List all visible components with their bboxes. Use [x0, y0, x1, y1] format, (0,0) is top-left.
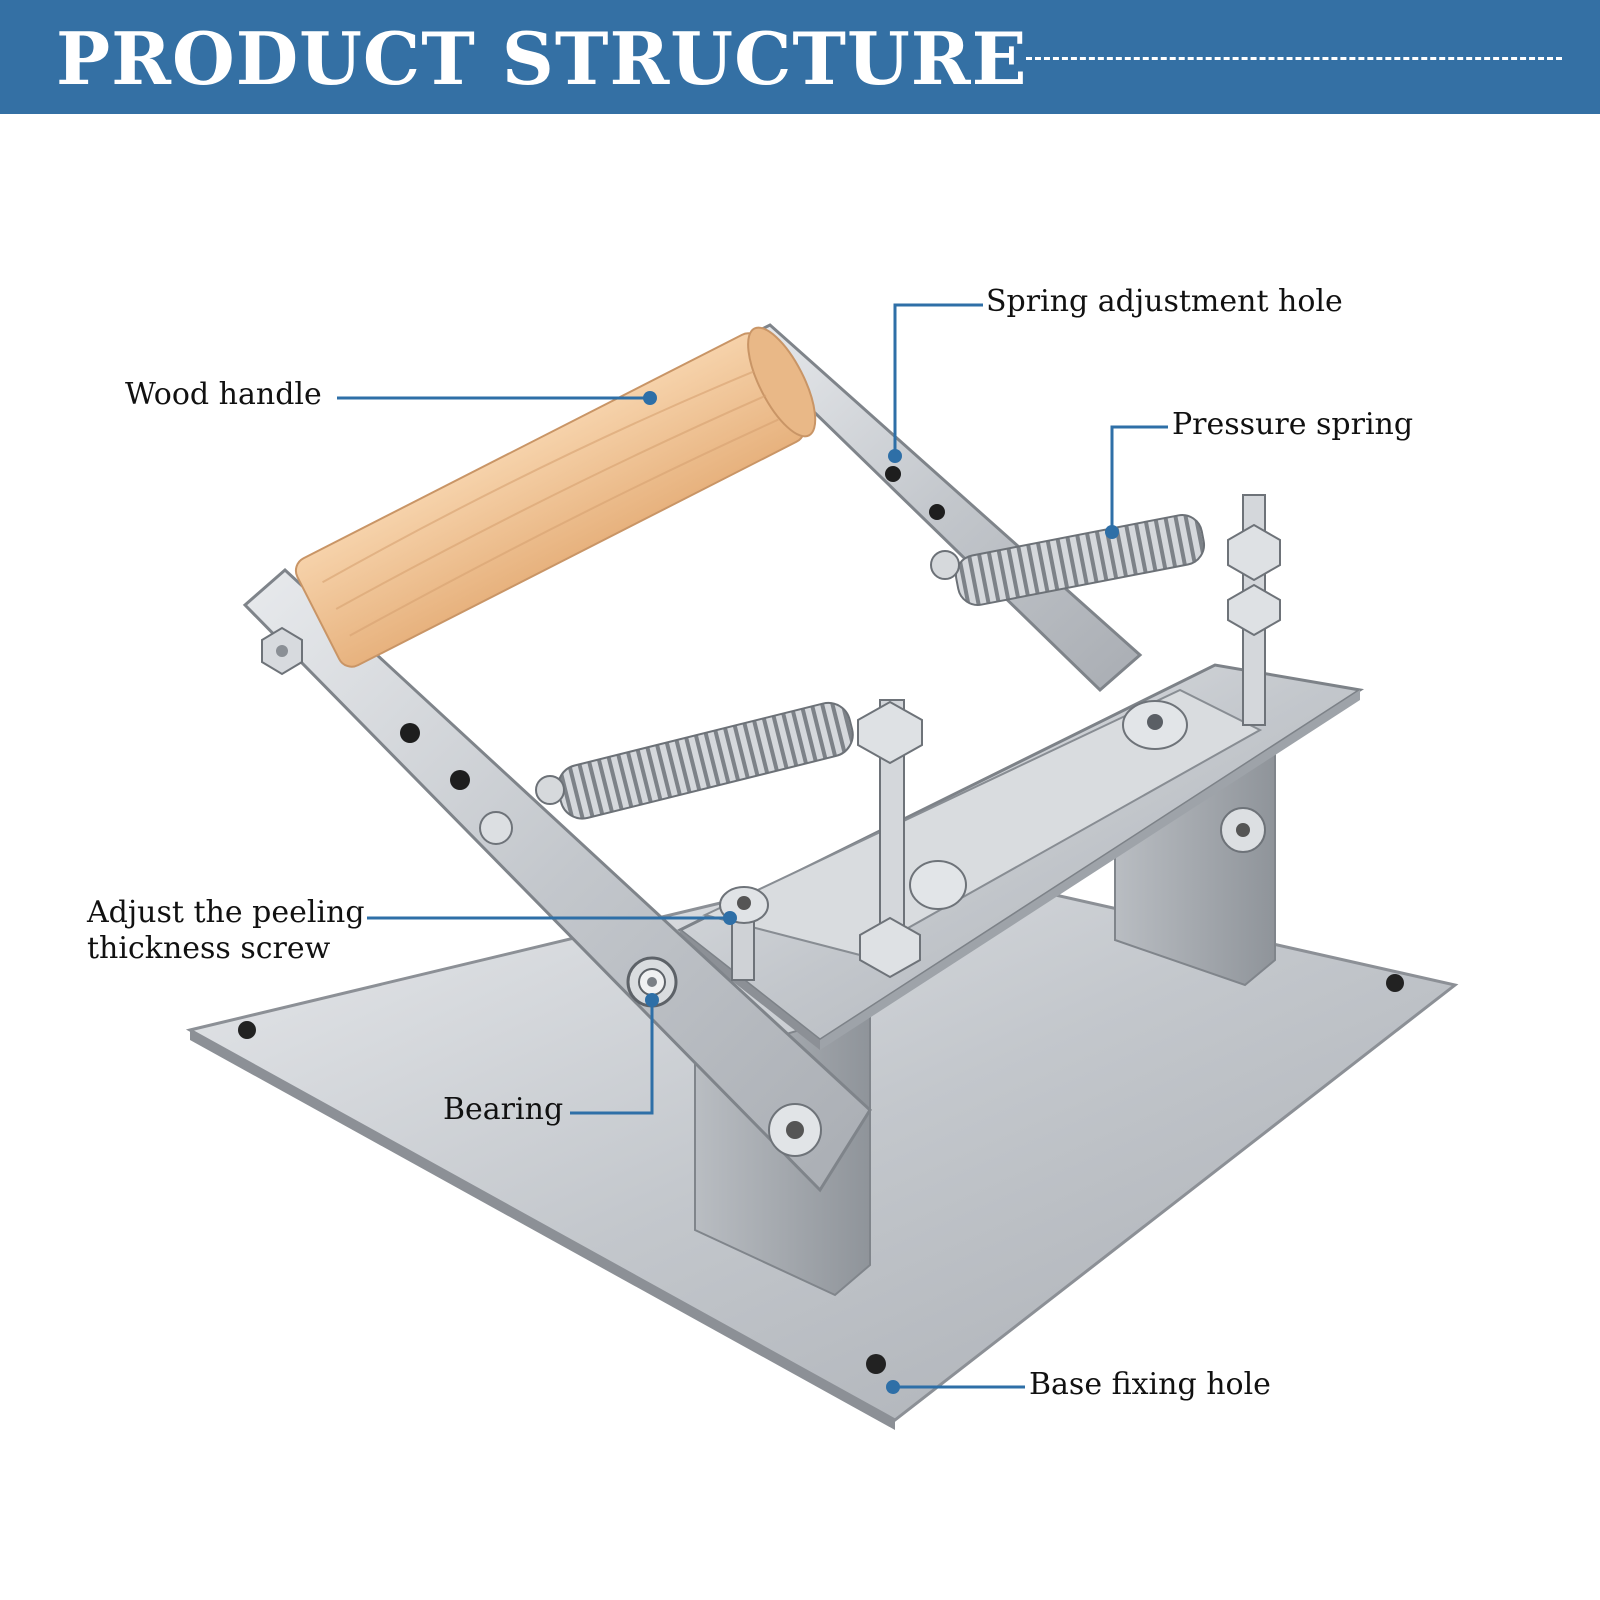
pressure-spring-lower: [556, 701, 854, 820]
leader-pressure-spring: [1110, 425, 1168, 532]
label-peeling-screw-line1: Adjust the peeling: [87, 895, 365, 930]
base-hole-right: [1386, 974, 1404, 992]
label-wood-handle: Wood handle: [125, 377, 322, 412]
dome-bolt-front: [909, 860, 967, 910]
dot-base-fixing-hole: [886, 1380, 900, 1394]
dot-wood-handle: [643, 391, 657, 405]
peeling-screw-shaft: [731, 914, 755, 981]
base-plate-edge: [190, 1030, 895, 1430]
dot-bearing: [645, 993, 659, 1007]
arm-hole-2: [450, 770, 470, 790]
label-base-fixing-hole: Base fixing hole: [1029, 1367, 1271, 1402]
left-arm: [242, 567, 872, 1193]
dot-spring-adjustment-hole: [888, 449, 902, 463]
clamp-bar: [702, 688, 1263, 957]
base-hole-front: [866, 1354, 886, 1374]
spring-adjust-hole-2: [929, 504, 945, 520]
leader-spring-adjustment-hole: [893, 303, 983, 456]
blade-plate-edge-right: [820, 690, 1360, 1050]
spring-hook-lower: [535, 775, 565, 805]
label-pressure-spring: Pressure spring: [1172, 407, 1414, 442]
arm-pin: [479, 811, 513, 845]
label-peeling-screw-line2: thickness screw: [87, 931, 331, 966]
base-hole-left: [238, 1021, 256, 1039]
callout-lines: [337, 303, 1168, 1389]
pressure-spring-upper: [954, 514, 1206, 606]
wood-handle: [294, 326, 817, 668]
callout-dots: [643, 391, 1119, 1394]
blade-plate-edge: [680, 930, 820, 1050]
header-dashed-divider: [1026, 57, 1562, 60]
arm-hole-1: [400, 723, 420, 743]
spring-adjust-hole-1: [885, 466, 901, 482]
dot-peeling-screw: [723, 911, 737, 925]
page-title: PRODUCT STRUCTURE: [56, 16, 1028, 101]
leader-bearing: [570, 1000, 654, 1115]
spring-hook-upper: [930, 550, 960, 580]
dot-pressure-spring: [1105, 525, 1119, 539]
label-spring-adjustment-hole: Spring adjustment hole: [986, 284, 1343, 319]
header-banner: PRODUCT STRUCTURE: [0, 0, 1600, 114]
label-bearing: Bearing: [443, 1092, 564, 1127]
